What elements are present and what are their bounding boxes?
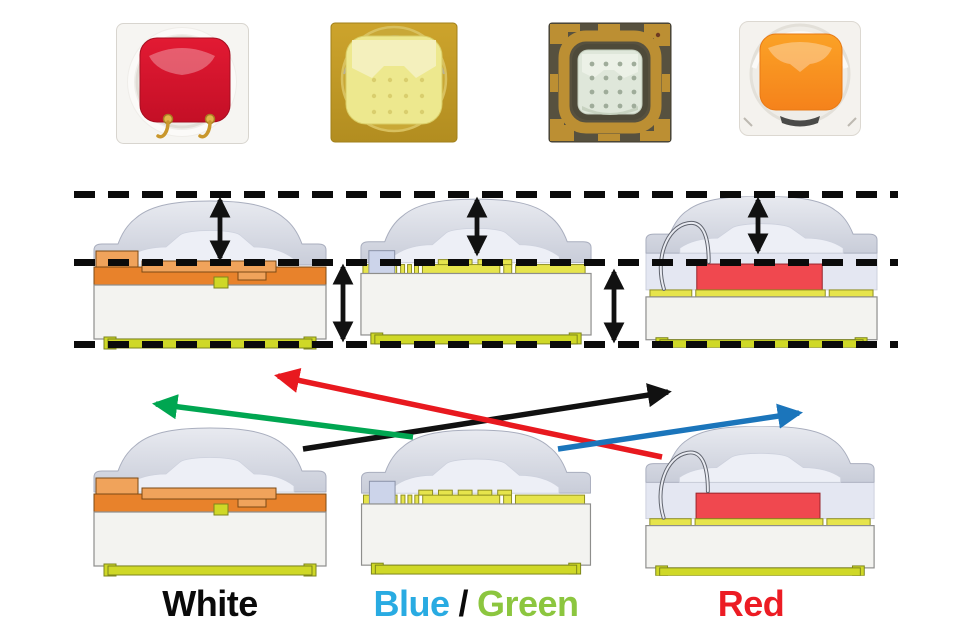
gold-ring — [558, 30, 662, 134]
label-blue-green: Blue/Green — [348, 584, 604, 624]
flip-chip-led-photo — [548, 22, 672, 143]
label-slash-text: / — [458, 583, 468, 624]
orange-phosphor-led-photo — [739, 21, 861, 136]
gold-traces — [550, 24, 670, 141]
reference-line-bottom — [74, 341, 898, 348]
white-led-cross-section-bottom — [88, 424, 332, 578]
orange-chip-photo — [759, 33, 843, 111]
label-white: White — [88, 584, 332, 624]
cathode-mark — [780, 116, 820, 127]
red-led-cross-section-middle — [640, 196, 883, 348]
contact-dot-grid — [371, 77, 425, 115]
bond-wire-hook — [156, 120, 170, 139]
label-blue-text: Blue — [373, 583, 450, 624]
reference-line-top — [74, 191, 898, 198]
label-green-text: Green — [476, 583, 579, 624]
reference-line-middle — [74, 259, 898, 266]
red-led-photo — [116, 23, 249, 144]
label-white-text: White — [162, 583, 258, 624]
bond-wire-hook — [198, 120, 212, 139]
yellow-phosphor-led-photo — [330, 22, 458, 143]
blue-green-led-cross-section-middle — [355, 196, 597, 347]
red-led-cross-section-bottom — [640, 425, 880, 577]
red-chip-photo — [139, 37, 231, 123]
blue-green-led-cross-section-bottom — [355, 427, 597, 577]
white-led-cross-section-middle — [88, 198, 332, 350]
label-red: Red — [640, 584, 862, 624]
via-dot-grid — [589, 61, 637, 109]
label-red-text: Red — [717, 583, 785, 624]
